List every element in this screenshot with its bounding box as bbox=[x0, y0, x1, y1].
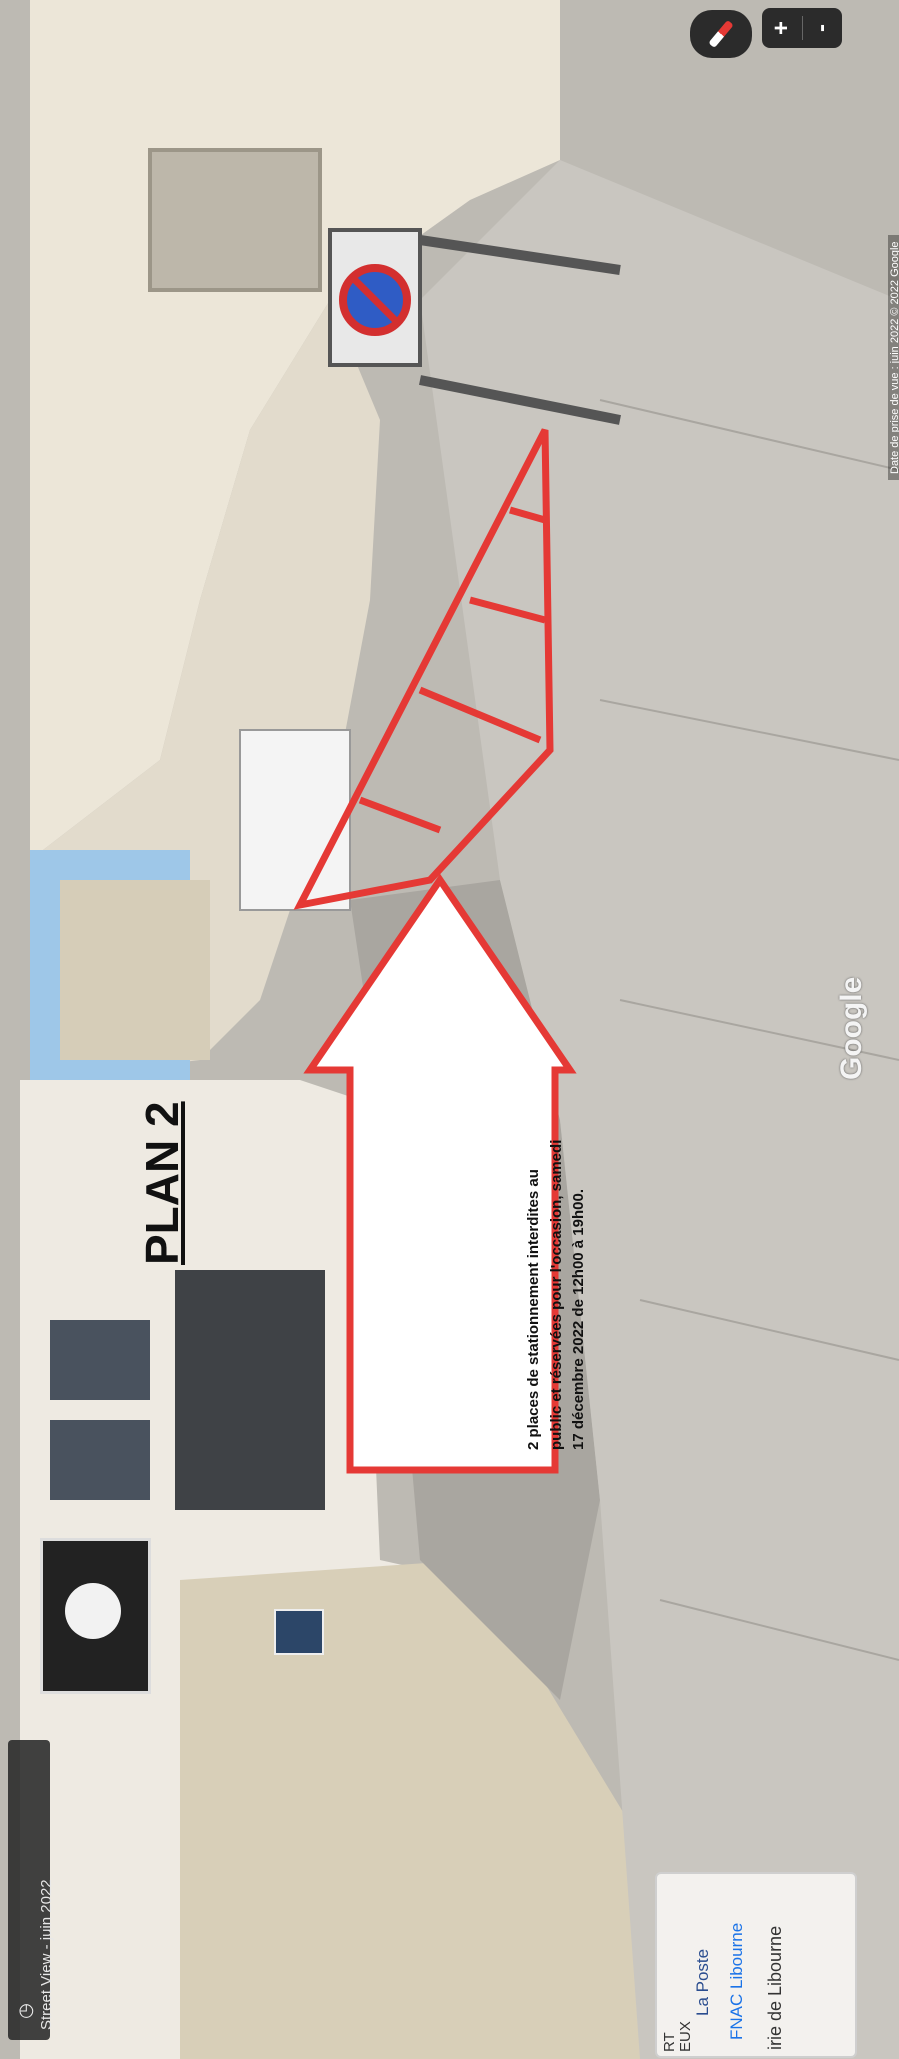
street-name-plate bbox=[274, 1609, 324, 1655]
parking-zone-outline bbox=[293, 428, 554, 910]
copyright-text: Date de prise de vue : juin 2022 © 2022 … bbox=[888, 235, 899, 480]
pavement-right bbox=[420, 160, 899, 2059]
zoom-out-button[interactable]: - bbox=[808, 24, 835, 32]
sign-post-2 bbox=[419, 375, 621, 425]
doorway bbox=[175, 1270, 325, 1510]
street-view-date-pill[interactable] bbox=[8, 1740, 50, 2040]
window-left-2 bbox=[50, 1420, 150, 1500]
window-left-1 bbox=[50, 1320, 150, 1400]
zoom-divider bbox=[802, 16, 803, 40]
cobble-lines bbox=[599, 399, 899, 1661]
zoom-controls: + - bbox=[762, 8, 842, 48]
sign-post-1 bbox=[419, 235, 621, 275]
sushi-shop-sign bbox=[40, 1538, 151, 1694]
window-shutter bbox=[148, 148, 322, 292]
stone-corner-building bbox=[180, 1560, 640, 2059]
compass-needle bbox=[708, 19, 734, 49]
map-label-laposte[interactable]: La Poste bbox=[693, 1948, 712, 2016]
plan-title: PLAN 2 bbox=[136, 1101, 188, 1265]
annotation-text: 2 places de stationnement interdites au … bbox=[525, 1139, 587, 1450]
sushi-logo bbox=[65, 1583, 121, 1639]
map-label-rt: RT bbox=[661, 2032, 678, 2052]
white-van bbox=[239, 729, 351, 911]
map-label-fnac[interactable]: FNAC Libourne bbox=[727, 1922, 746, 2040]
map-label-mairie[interactable]: irie de Libourne bbox=[765, 1925, 785, 2050]
distant-building bbox=[60, 880, 210, 1060]
annotation-arrow bbox=[303, 873, 577, 1474]
google-logo: Google bbox=[835, 976, 868, 1080]
map-label-eux: EUX bbox=[677, 2021, 694, 2052]
compass-icon[interactable] bbox=[690, 10, 752, 58]
no-parking-slash bbox=[349, 274, 401, 326]
clock-icon[interactable]: ◷ bbox=[15, 2003, 35, 2019]
minimap[interactable]: RT EUX La Poste FNAC Libourne irie de Li… bbox=[655, 1872, 857, 2058]
zoom-in-button[interactable]: + bbox=[768, 21, 795, 36]
street-view-date-label: Street View - juin 2022 bbox=[38, 1879, 55, 2030]
